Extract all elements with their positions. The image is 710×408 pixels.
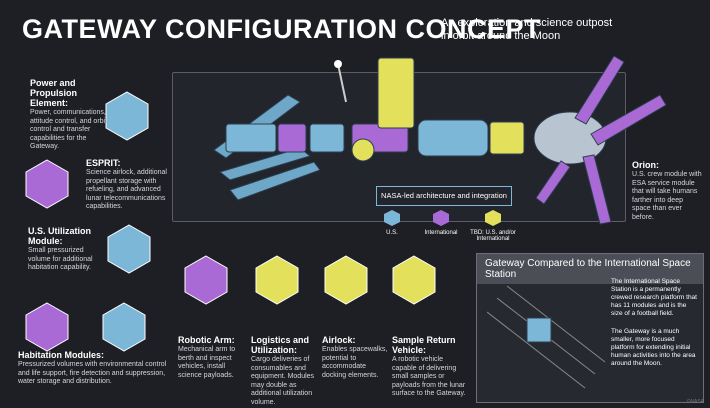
legend-tbd-label: TBD: U.S. and/or International [470, 230, 516, 242]
airlock-title: Airlock: [322, 335, 356, 345]
legend-swatch-us [384, 210, 400, 226]
footer-note: ©NASA [686, 399, 704, 405]
module-c [309, 123, 345, 153]
esprit-body: Science airlock, additional propellant s… [86, 169, 167, 210]
airlock-body: Enables spacewalks, potential to accommo… [322, 346, 388, 379]
power-body: Power, communications, attitude control,… [30, 109, 108, 150]
logistics-label: Logistics and Utilization: Cargo deliver… [251, 335, 317, 407]
power-label: Power and Propulsion Element: Power, com… [30, 78, 108, 152]
hexagon-usu [107, 224, 151, 274]
orion-body: U.S. crew module with ESA service module… [632, 171, 702, 221]
logistics-body: Cargo deliveries of consumables and equi… [251, 356, 315, 406]
iss-title: Gateway Compared to the International Sp… [477, 254, 703, 284]
orion-array-bottom [582, 154, 612, 225]
module-i [351, 138, 375, 162]
sample-return-label: Sample Return Vehicle: A robotic vehicle… [392, 335, 468, 399]
usu-label: U.S. Utilization Module: Small pressuriz… [28, 226, 106, 273]
logistics-title: Logistics and Utilization: [251, 335, 310, 355]
robotic-arm-line [337, 63, 347, 103]
esprit-title: ESPRIT: [86, 158, 121, 168]
sample-return-body: A robotic vehicle capable of delivering … [392, 356, 466, 397]
legend-international-label: International [424, 230, 458, 236]
hexagon-hab-e [102, 302, 146, 352]
iss-gateway-mini [526, 317, 552, 343]
robotic-arm-label: Robotic Arm: Mechanical arm to berth and… [178, 335, 244, 380]
hexagon-airlock [324, 255, 368, 305]
orion-title: Orion: [632, 160, 659, 170]
page-subtitle: An exploration and science outpost in or… [441, 17, 613, 42]
usu-body: Small pressurized volume for additional … [28, 247, 93, 271]
habitation-title: Habitation Modules: [18, 350, 104, 360]
habitation-body: Pressurized volumes with environmental c… [18, 361, 167, 385]
legend-swatch-international [433, 210, 449, 226]
orion-array-left [535, 160, 571, 205]
esprit-label: ESPRIT: Science airlock, additional prop… [86, 158, 176, 212]
legend-us-label: U.S. [386, 230, 398, 236]
power-title: Power and Propulsion Element: [30, 78, 77, 108]
iss-panel: Gateway Compared to the International Sp… [476, 253, 704, 403]
solar-array-left-3 [229, 161, 321, 201]
airlock-label: Airlock: Enables spacewalks, potential t… [322, 335, 388, 380]
orion-label: Orion: U.S. crew module with ESA service… [632, 160, 702, 222]
module-a [225, 123, 277, 153]
hexagon-hab-d [25, 302, 69, 352]
robotic-arm-body: Mechanical arm to berth and inspect vehi… [178, 346, 236, 379]
orion-array-right [590, 94, 667, 146]
orion-array-top [574, 55, 625, 125]
module-e [417, 119, 489, 157]
legend-swatch-tbd [485, 210, 501, 226]
hexagon-esprit [25, 159, 69, 209]
habitation-label: Habitation Modules: Pressurized volumes … [18, 350, 168, 387]
hexagon-power [105, 91, 149, 141]
robotic-arm-joint [334, 60, 342, 68]
hexagon-sample-return [392, 255, 436, 305]
solar-array-left-2 [218, 147, 312, 181]
iss-text-2: The Gateway is a much smaller, more focu… [611, 328, 696, 367]
iss-text-1: The International Space Station is a per… [611, 278, 697, 317]
iss-illustration [487, 285, 606, 389]
sample-return-title: Sample Return Vehicle: [392, 335, 456, 355]
legend-title: NASA-led architecture and integration [376, 186, 512, 206]
robotic-arm-title: Robotic Arm: [178, 335, 235, 345]
module-b [277, 123, 307, 153]
module-g [377, 57, 415, 129]
usu-title: U.S. Utilization Module: [28, 226, 91, 246]
module-h [489, 121, 525, 155]
hexagon-logistics [255, 255, 299, 305]
hexagon-robotic-arm [184, 255, 228, 305]
page-title: GATEWAY CONFIGURATION CONCEPT [22, 14, 542, 44]
